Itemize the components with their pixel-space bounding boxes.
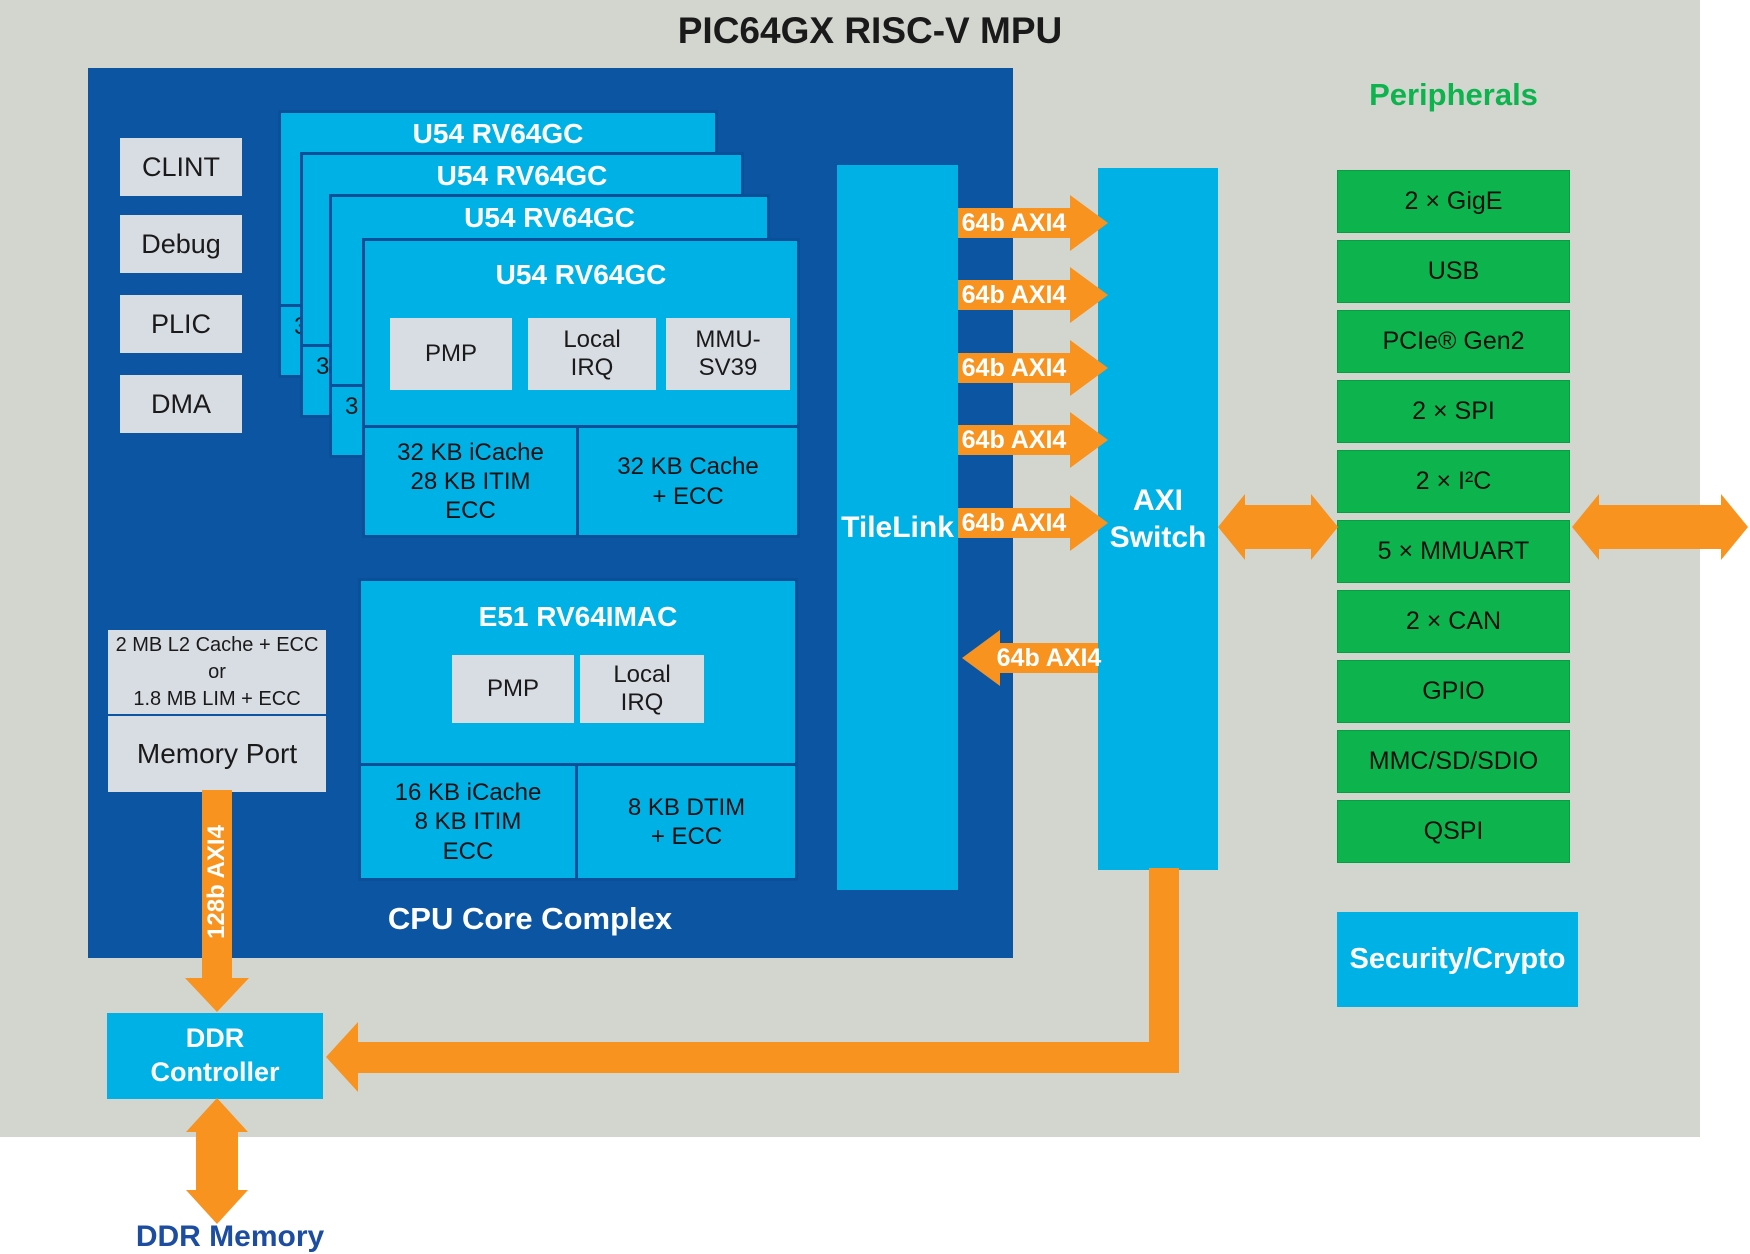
peripheral-gpio: GPIO bbox=[1337, 660, 1570, 723]
peripheral-pcie: PCIe® Gen2 bbox=[1337, 310, 1570, 373]
axi-peripherals-arrow-left-head bbox=[1218, 494, 1245, 560]
axi4-arrow-2-head bbox=[1070, 267, 1108, 323]
memory-port-ddr-arrow-bar bbox=[202, 790, 232, 980]
u54-dcache-block: 32 KB Cache + ECC bbox=[576, 425, 800, 538]
axi4-arrow-5-label: 64b AXI4 bbox=[961, 508, 1067, 537]
u54-core-3-title: U54 RV64GC bbox=[436, 160, 608, 191]
ddr-controller-box: DDR Controller bbox=[107, 1013, 323, 1099]
axi4-arrow-1-head bbox=[1070, 195, 1108, 251]
u54-mmu-block: MMU- SV39 bbox=[666, 318, 790, 390]
dma-block: DMA bbox=[120, 375, 242, 433]
memory-port-ddr-arrow-head bbox=[185, 978, 249, 1012]
axi-ddr-path-vertical bbox=[1149, 868, 1179, 1073]
peripheral-gige: 2 × GigE bbox=[1337, 170, 1570, 233]
debug-block: Debug bbox=[120, 215, 242, 273]
peripherals-external-arrow-left-head bbox=[1572, 494, 1599, 560]
u54-core-1-title: U54 RV64GC bbox=[495, 259, 667, 290]
axi4-return-arrow-head bbox=[962, 630, 1000, 686]
u54-pmp-block: PMP bbox=[390, 318, 512, 390]
axi4-arrow-2-label: 64b AXI4 bbox=[961, 280, 1067, 309]
peripheral-i2c: 2 × I²C bbox=[1337, 450, 1570, 513]
memory-port-block: Memory Port bbox=[108, 716, 326, 792]
ddr-memory-arrow-bar bbox=[196, 1130, 238, 1192]
peripheral-mmuart: 5 × MMUART bbox=[1337, 520, 1570, 583]
memory-port-ddr-arrow-label: 128b AXI4 bbox=[203, 825, 230, 939]
u54-core-1-box: U54 RV64GC PMP Local IRQ MMU- SV39 bbox=[362, 238, 800, 428]
e51-core-box: E51 RV64IMAC PMP Local IRQ bbox=[358, 578, 798, 766]
axi-switch-box: AXI Switch bbox=[1098, 168, 1218, 870]
cpu-core-complex-label: CPU Core Complex bbox=[387, 901, 673, 936]
ddr-memory-label: DDR Memory bbox=[135, 1220, 325, 1253]
peripherals-header: Peripherals bbox=[1369, 77, 1538, 112]
ddr-memory-arrow-down-head bbox=[186, 1190, 248, 1224]
diagram-title: PIC64GX RISC-V MPU bbox=[677, 10, 1063, 51]
axi4-arrow-3-head bbox=[1070, 340, 1108, 396]
ddr-memory-arrow-up-head bbox=[186, 1098, 248, 1132]
plic-block: PLIC bbox=[120, 295, 242, 353]
tilelink-box: TileLink bbox=[837, 165, 958, 890]
e51-icache-block: 16 KB iCache 8 KB ITIM ECC bbox=[358, 763, 578, 881]
peripherals-external-arrow-right-head bbox=[1721, 494, 1748, 560]
axi4-arrow-3-label: 64b AXI4 bbox=[961, 353, 1067, 382]
axi-ddr-path-head bbox=[326, 1022, 358, 1092]
e51-local-irq-block: Local IRQ bbox=[580, 655, 704, 723]
axi4-arrow-4-head bbox=[1070, 412, 1108, 468]
e51-core-title: E51 RV64IMAC bbox=[478, 601, 678, 632]
u54-local-irq-block: Local IRQ bbox=[528, 318, 656, 390]
peripheral-mmc-sd-sdio: MMC/SD/SDIO bbox=[1337, 730, 1570, 793]
e51-dtim-block: 8 KB DTIM + ECC bbox=[575, 763, 798, 881]
peripheral-can: 2 × CAN bbox=[1337, 590, 1570, 653]
axi-ddr-path-horizontal bbox=[357, 1042, 1179, 1073]
axi4-arrow-4-label: 64b AXI4 bbox=[961, 425, 1067, 454]
axi4-arrow-1-label: 64b AXI4 bbox=[961, 208, 1067, 237]
l2-cache-block: 2 MB L2 Cache + ECC or 1.8 MB LIM + ECC bbox=[108, 630, 326, 714]
peripheral-usb: USB bbox=[1337, 240, 1570, 303]
u54-icache-block: 32 KB iCache 28 KB ITIM ECC bbox=[362, 425, 579, 538]
peripheral-qspi: QSPI bbox=[1337, 800, 1570, 863]
u54-core-2-title: U54 RV64GC bbox=[464, 202, 635, 233]
clint-block: CLINT bbox=[120, 138, 242, 196]
peripheral-spi: 2 × SPI bbox=[1337, 380, 1570, 443]
axi-peripherals-arrow-right-head bbox=[1311, 494, 1338, 560]
axi4-arrow-5-head bbox=[1070, 495, 1108, 551]
security-crypto-box: Security/Crypto bbox=[1337, 912, 1578, 1007]
axi4-return-arrow-label: 64b AXI4 bbox=[996, 643, 1102, 672]
u54-core-4-title: U54 RV64GC bbox=[412, 118, 584, 149]
e51-pmp-block: PMP bbox=[452, 655, 574, 723]
